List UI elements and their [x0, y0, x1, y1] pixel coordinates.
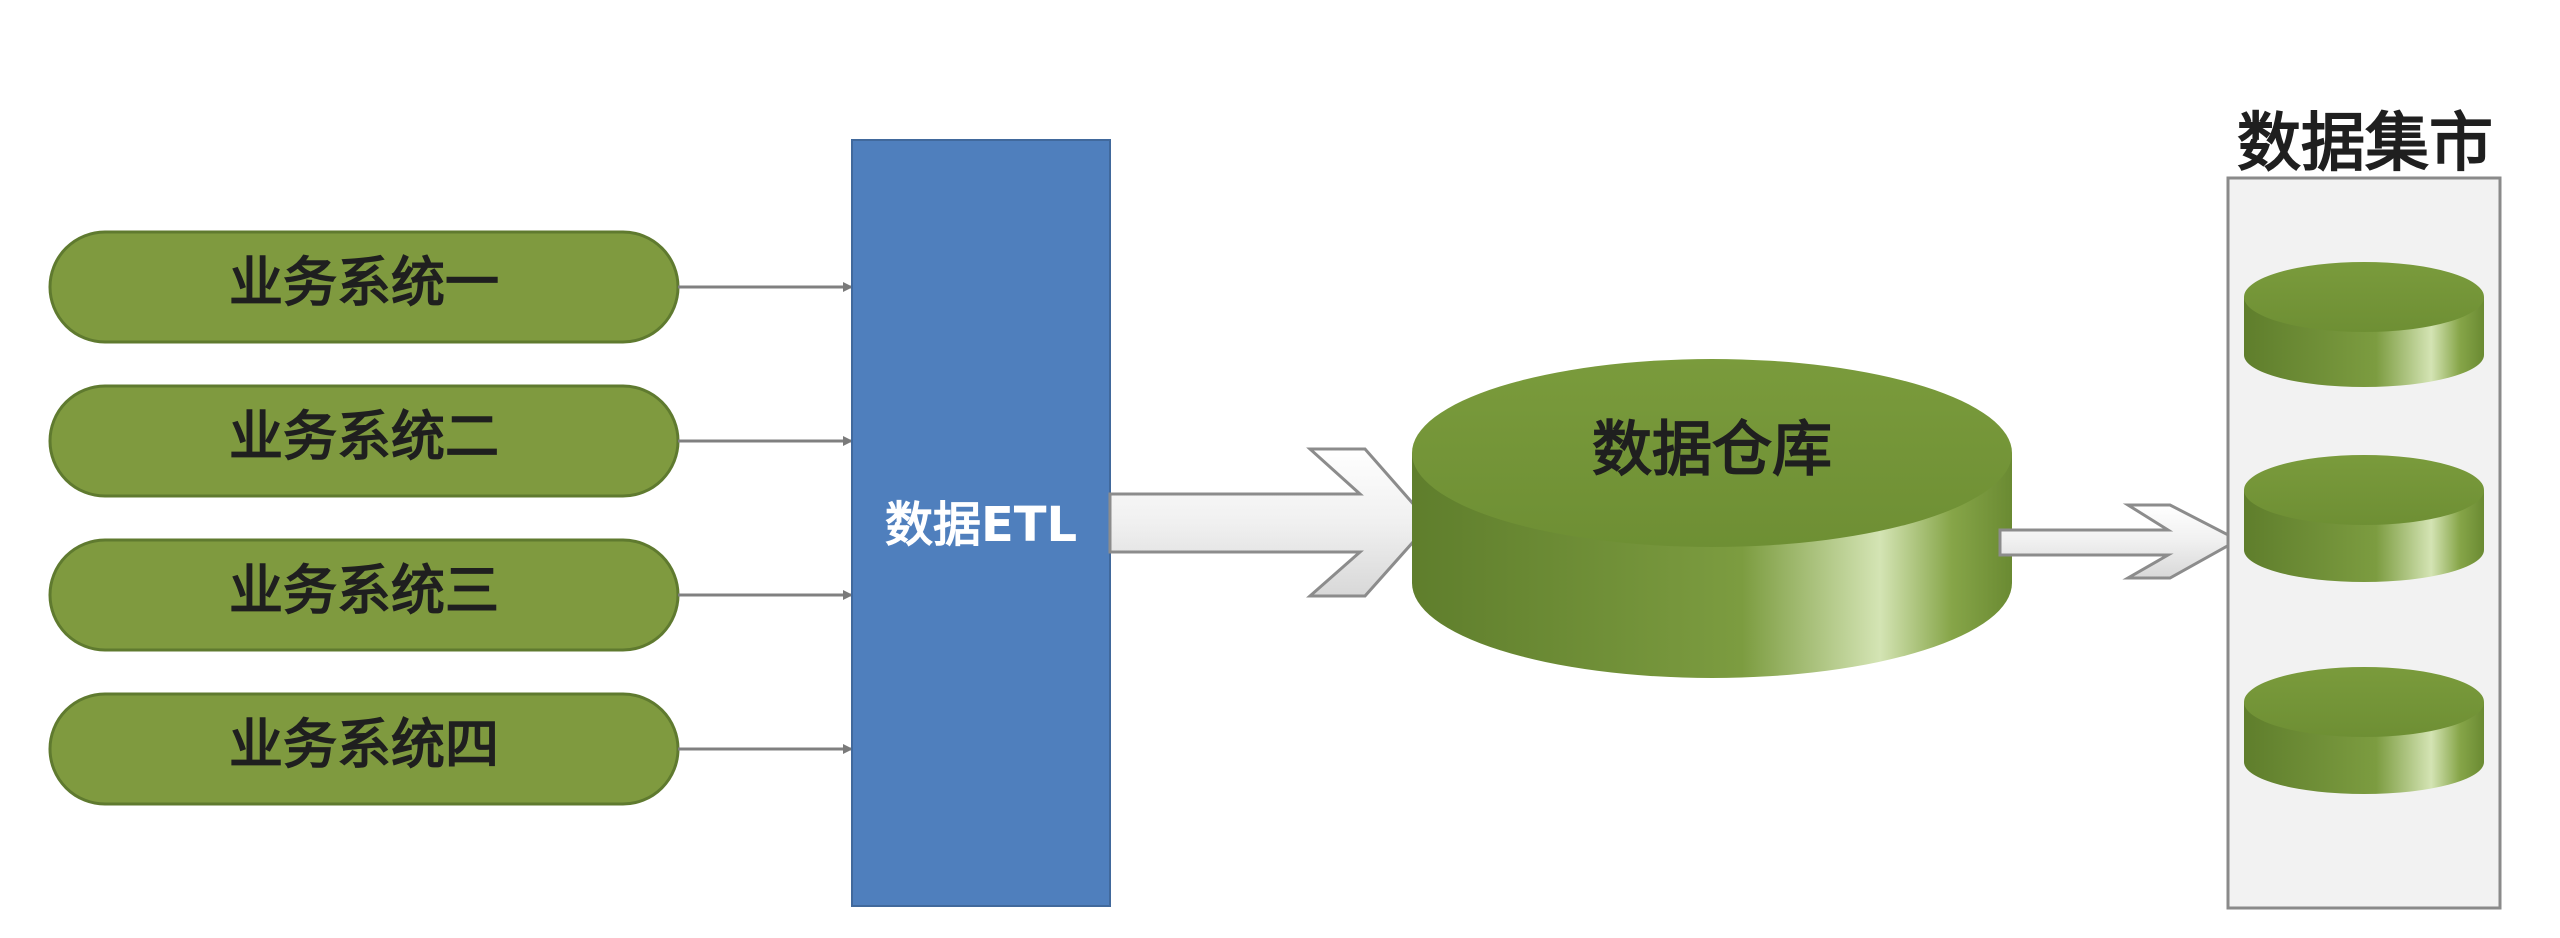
business-system-label: 业务系统三 [229, 559, 499, 622]
mart-cylinder-3 [2244, 667, 2484, 794]
etl-to-warehouse-arrow [1108, 447, 1433, 598]
data-mart-title: 数据集市 [2237, 107, 2493, 181]
data-warehouse: 数据仓库 [1412, 359, 2012, 678]
business-system-label: 业务系统二 [229, 405, 499, 468]
data-mart: 数据集市 [2226, 107, 2502, 910]
business-system-3: 业务系统三 [48, 538, 680, 652]
warehouse-label: 数据仓库 [1592, 415, 1832, 485]
system-connectors [678, 282, 853, 754]
mart-cylinder-2 [2244, 455, 2484, 582]
business-system-label: 业务系统四 [229, 713, 499, 776]
etl-label: 数据ETL [885, 497, 1077, 553]
business-system-2: 业务系统二 [48, 384, 680, 498]
warehouse-to-mart-arrow [1998, 503, 2242, 580]
business-system-label: 业务系统一 [229, 251, 499, 314]
business-system-4: 业务系统四 [48, 692, 680, 806]
mart-cylinder-1 [2244, 262, 2484, 387]
business-systems-group: 业务系统一 业务系统二 业务系统三 业务系统四 [48, 230, 680, 806]
business-system-1: 业务系统一 [48, 230, 680, 344]
warehouse-cylinder-top [1412, 359, 2012, 547]
etl-rect [851, 139, 1111, 907]
etl-block: 数据ETL [851, 139, 1111, 907]
